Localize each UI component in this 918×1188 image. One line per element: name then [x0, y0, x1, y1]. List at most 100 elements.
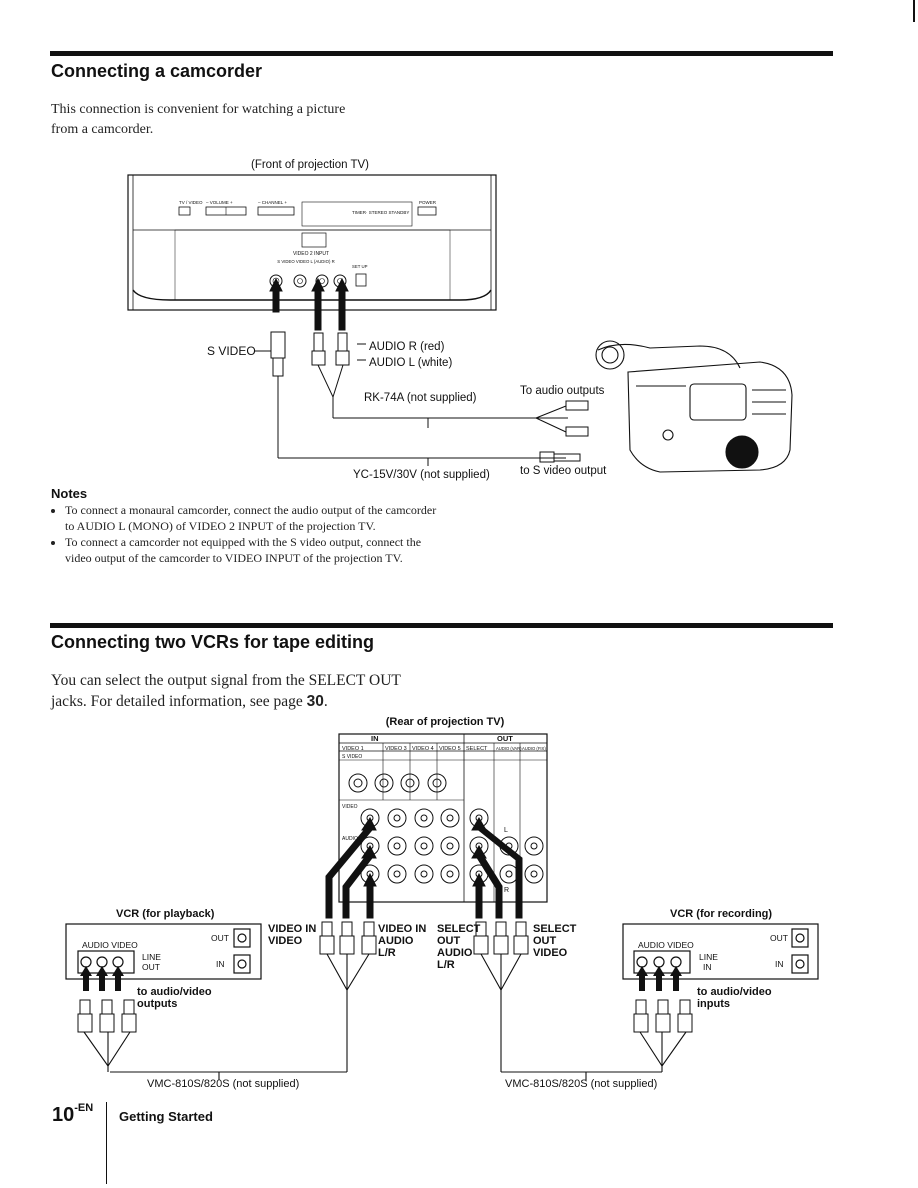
- camcorder-icon: [595, 340, 793, 473]
- to-av-outputs-2: outputs: [137, 998, 177, 1010]
- label-r: R: [504, 887, 509, 894]
- col-video3: VIDEO 3: [385, 746, 407, 752]
- vcr-playback-box: [65, 923, 262, 980]
- vmc-cables: [83, 953, 687, 1080]
- intro-line: This connection is convenient for watchi…: [51, 102, 346, 117]
- diagram-caption: (Rear of projection TV): [386, 716, 505, 728]
- col-video5: VIDEO 5: [439, 746, 461, 752]
- vcr-recording-label: VCR (for recording): [670, 908, 772, 920]
- notes-title: Notes: [51, 486, 88, 501]
- video-in-right-2: AUDIO: [378, 935, 414, 947]
- page-reference: 30: [306, 693, 324, 710]
- label-to-audio: To audio outputs: [520, 385, 605, 397]
- label-in: IN: [371, 734, 379, 743]
- panel-label-tvvideo: TV / VIDEO: [179, 200, 203, 205]
- label-s-video: S VIDEO: [207, 344, 256, 358]
- page-edge-mark: [913, 0, 915, 22]
- vcr-recording-out-jack: OUT: [770, 933, 788, 943]
- panel-label-channel: – CHANNEL +: [258, 200, 287, 205]
- vmc-cable-left: VMC-810S/820S (not supplied): [147, 1078, 299, 1090]
- intro-line: jacks. For detailed information, see pag…: [51, 691, 471, 712]
- label-l: L: [504, 827, 508, 834]
- vcr-playback-arrows: [80, 966, 124, 991]
- vcr-recording-line: LINE: [699, 952, 718, 962]
- section-rule-top: [50, 51, 833, 56]
- footer-section-title: Getting Started: [119, 1109, 213, 1124]
- intro-line: from a camcorder.: [51, 122, 154, 137]
- label-out: OUT: [497, 734, 513, 743]
- vcr-playback-av: AUDIO VIDEO: [82, 940, 138, 950]
- panel-label-volume: – VOLUME +: [206, 200, 233, 205]
- connection-arrows: [269, 277, 349, 331]
- section-rule-second: [50, 623, 833, 628]
- to-av-inputs-1: to audio/video: [697, 986, 772, 998]
- label-audio-r: AUDIO R (red): [369, 341, 445, 353]
- vcr-editing-diagram: (Rear of projection TV) IN OUT VIDEO 1 V…: [65, 716, 819, 1090]
- select-video-1: SELECT: [533, 923, 577, 935]
- video-in-right-3: L/R: [378, 947, 396, 959]
- col-video1: VIDEO 1: [342, 746, 364, 752]
- video-in-left-2: VIDEO: [268, 935, 303, 947]
- note-item: To connect a monaural camcorder, connect…: [65, 503, 437, 534]
- col-audio-var: AUDIO (VAR): [496, 746, 522, 751]
- panel-label-power: POWER: [419, 200, 437, 205]
- select-audio-2: OUT: [437, 935, 461, 947]
- audio-plugs: [311, 332, 589, 437]
- diagram-caption: (Front of projection TV): [251, 159, 369, 171]
- select-audio-4: L/R: [437, 959, 455, 971]
- vcr-recording-in-jack: IN: [775, 959, 784, 969]
- notes-list: To connect a monaural camcorder, connect…: [51, 503, 437, 567]
- footer-divider: [106, 1102, 107, 1184]
- label-to-svideo: to S video output: [520, 465, 607, 477]
- vcr-playback-label: VCR (for playback): [116, 908, 215, 920]
- vcr-recording-in: IN: [703, 962, 712, 972]
- tv-rear-panel: [338, 733, 548, 903]
- select-video-3: VIDEO: [533, 947, 568, 959]
- rear-jacks: [348, 773, 544, 884]
- svideo-plug: [254, 331, 581, 463]
- page-number-suffix: -EN: [74, 1102, 94, 1114]
- label-audio-l: AUDIO L (white): [369, 357, 452, 369]
- vcr-recording-arrows: [636, 966, 682, 991]
- label-audio-row: AUDIO: [342, 836, 358, 842]
- to-av-inputs-2: inputs: [697, 998, 730, 1010]
- vcr-playback-plugs: [77, 999, 137, 1033]
- vcr-intro: You can select the output signal from th…: [51, 670, 471, 712]
- page-number: 10-EN: [52, 1102, 94, 1127]
- select-audio-1: SELECT: [437, 923, 481, 935]
- vcr-playback-line: LINE: [142, 952, 161, 962]
- label-s-video-row: S VIDEO: [342, 754, 362, 760]
- col-audio-fix: AUDIO (FIX): [522, 746, 546, 751]
- vcr-recording-av: AUDIO VIDEO: [638, 940, 694, 950]
- intro-line: You can select the output signal from th…: [51, 672, 401, 689]
- panel-label-video2: VIDEO 2 INPUT: [293, 251, 329, 257]
- intro-text: .: [323, 693, 328, 710]
- video-in-left-1: VIDEO IN: [268, 923, 316, 935]
- vcr-playback-out: OUT: [142, 962, 160, 972]
- section-title-camcorder: Connecting a camcorder: [51, 61, 263, 81]
- panel-label-display: TIMER· STEREO STANDBY: [352, 210, 409, 215]
- vcr-recording-box: [622, 923, 819, 980]
- vcr-playback-out-jack: OUT: [211, 933, 229, 943]
- tv-front-panel: [127, 174, 497, 311]
- label-yc-cable: YC-15V/30V (not supplied): [353, 469, 490, 481]
- video-in-right-1: VIDEO IN: [378, 923, 426, 935]
- label-video-row: VIDEO: [342, 804, 358, 810]
- intro-text: jacks. For detailed information, see pag…: [51, 693, 307, 710]
- vcr-recording-plugs: [633, 999, 693, 1033]
- panel-label-setup: SET UP: [352, 264, 368, 269]
- col-select: SELECT: [466, 746, 488, 752]
- camcorder-intro: This connection is convenient for watchi…: [51, 100, 471, 140]
- select-video-2: OUT: [533, 935, 557, 947]
- rear-cables: [325, 817, 523, 919]
- vmc-cable-right: VMC-810S/820S (not supplied): [505, 1078, 657, 1090]
- note-item: To connect a camcorder not equipped with…: [65, 535, 437, 566]
- section-title-two-vcrs: Connecting two VCRs for tape editing: [51, 632, 374, 652]
- vcr-playback-in-jack: IN: [216, 959, 225, 969]
- col-video4: VIDEO 4: [412, 746, 434, 752]
- select-audio-3: AUDIO: [437, 947, 473, 959]
- panel-label-jacks: S VIDEO VIDEO L (AUDIO) R: [277, 259, 334, 264]
- page-number-value: 10: [52, 1104, 75, 1126]
- label-rk-cable: RK-74A (not supplied): [364, 392, 477, 404]
